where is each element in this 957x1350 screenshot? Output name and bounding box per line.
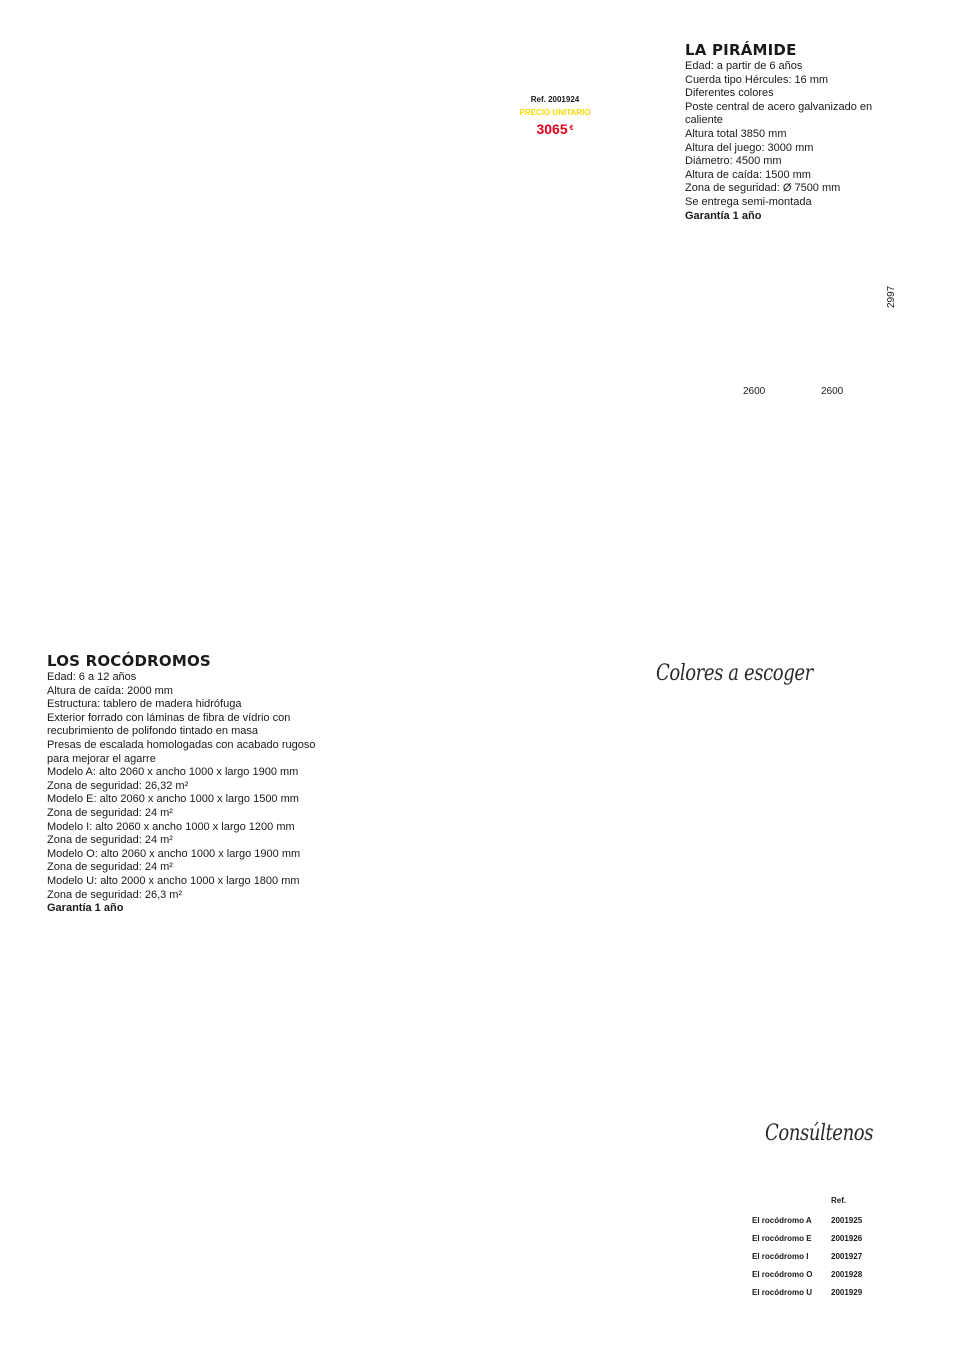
- piramide-spec: caliente: [685, 114, 723, 127]
- price-box: Ref. 2001924 PRECIO UNITARIO 3065€: [512, 94, 598, 138]
- rocodromos-spec: Zona de seguridad: 24 m²: [47, 806, 173, 819]
- piramide-warranty: Garantía 1 año: [685, 209, 762, 222]
- piramide-spec: Edad: a partir de 6 años: [685, 60, 803, 72]
- rocodromos-title: LOS ROCÓDROMOS: [47, 652, 211, 670]
- rocodromos-spec: Exterior forrado con láminas de fibra de…: [47, 711, 291, 724]
- ref-row-name: El rocódromo E: [752, 1233, 812, 1243]
- dimension-width-b: 2600: [821, 386, 844, 397]
- rocodromos-warranty: Garantía 1 año: [47, 902, 124, 915]
- price-ref: Ref. 2001924: [530, 95, 580, 104]
- rocodromos-spec: Zona de seguridad: 24 m²: [47, 861, 173, 874]
- piramide-spec: Altura del juego: 3000 mm: [685, 141, 814, 154]
- price-value: 3065€: [512, 120, 598, 138]
- ref-row-name: El rocódromo A: [752, 1215, 812, 1225]
- ref-row-name: El rocódromo U: [752, 1287, 813, 1297]
- piramide-specs: Edad: a partir de 6 años Cuerda tipo Hér…: [685, 60, 915, 223]
- ref-row-name: El rocódromo O: [752, 1269, 813, 1279]
- dimension-height: 2997: [886, 285, 897, 308]
- ref-table-header-ref: Ref.: [831, 1196, 847, 1205]
- rocodromos-spec: Modelo A: alto 2060 x ancho 1000 x largo…: [47, 766, 299, 779]
- rocodromos-spec: recubrimiento de polifondo tintado en ma…: [47, 725, 258, 738]
- table-row: El rocódromo O 2001928: [752, 1269, 862, 1287]
- piramide-section: LA PIRÁMIDE Edad: a partir de 6 años Cue…: [685, 42, 915, 223]
- rocodromos-spec: Modelo O: alto 2060 x ancho 1000 x largo…: [47, 847, 301, 860]
- consult-heading: Consúltenos: [765, 1121, 874, 1146]
- rocodromos-spec: Modelo U: alto 2000 x ancho 1000 x largo…: [47, 874, 300, 887]
- rocodromos-spec: Zona de seguridad: 26,3 m²: [47, 888, 183, 901]
- rocodromos-spec: Zona de seguridad: 26,32 m²: [47, 779, 189, 792]
- ref-table-header-name: [752, 1196, 831, 1215]
- rocodromos-spec: Estructura: tablero de madera hidrófuga: [47, 698, 242, 711]
- ref-row-ref: 2001926: [831, 1233, 863, 1243]
- ref-table-header-row: Ref.: [752, 1196, 862, 1215]
- piramide-spec: Diferentes colores: [685, 87, 774, 100]
- colors-heading: Colores a escoger: [656, 661, 813, 686]
- piramide-spec: Altura de caída: 1500 mm: [685, 168, 811, 181]
- table-row: El rocódromo A 2001925: [752, 1215, 862, 1233]
- piramide-spec: Altura total 3850 mm: [685, 127, 787, 140]
- rocodromos-section: LOS ROCÓDROMOS Edad: 6 a 12 años Altura …: [47, 653, 347, 916]
- rocodromos-spec: Altura de caída: 2000 mm: [47, 684, 173, 697]
- table-row: El rocódromo E 2001926: [752, 1233, 862, 1251]
- dimension-width-a: 2600: [743, 386, 766, 397]
- ref-row-ref: 2001929: [831, 1287, 863, 1297]
- ref-row-ref: 2001928: [831, 1269, 863, 1279]
- table-row: El rocódromo I 2001927: [752, 1251, 862, 1269]
- rocodromos-spec: Modelo I: alto 2060 x ancho 1000 x largo…: [47, 820, 295, 833]
- ref-table: Ref. El rocódromo A 2001925 El rocódromo…: [752, 1196, 862, 1305]
- table-row: El rocódromo U 2001929: [752, 1287, 862, 1305]
- piramide-spec: Cuerda tipo Hércules: 16 mm: [685, 73, 829, 86]
- rocodromos-spec: Presas de escalada homologadas con acaba…: [47, 738, 316, 751]
- price-currency: €: [569, 125, 574, 132]
- rocodromos-spec: Zona de seguridad: 24 m²: [47, 834, 173, 847]
- rocodromos-specs: Edad: 6 a 12 años Altura de caída: 2000 …: [47, 671, 347, 916]
- piramide-spec: Se entrega semi-montada: [685, 195, 812, 208]
- piramide-spec: Zona de seguridad: Ø 7500 mm: [685, 182, 841, 195]
- rocodromos-spec: Edad: 6 a 12 años: [47, 671, 137, 683]
- ref-row-name: El rocódromo I: [752, 1251, 809, 1261]
- rocodromos-spec: para mejorar el agarre: [47, 752, 156, 765]
- piramide-spec: Diámetro: 4500 mm: [685, 155, 782, 168]
- ref-row-ref: 2001925: [831, 1215, 863, 1225]
- piramide-spec: Poste central de acero galvanizado en: [685, 100, 873, 113]
- piramide-title: LA PIRÁMIDE: [685, 41, 797, 59]
- price-amount: 3065: [536, 121, 568, 137]
- rocodromos-spec: Modelo E: alto 2060 x ancho 1000 x largo…: [47, 793, 299, 806]
- ref-row-ref: 2001927: [831, 1251, 863, 1261]
- price-label: PRECIO UNITARIO: [519, 108, 591, 117]
